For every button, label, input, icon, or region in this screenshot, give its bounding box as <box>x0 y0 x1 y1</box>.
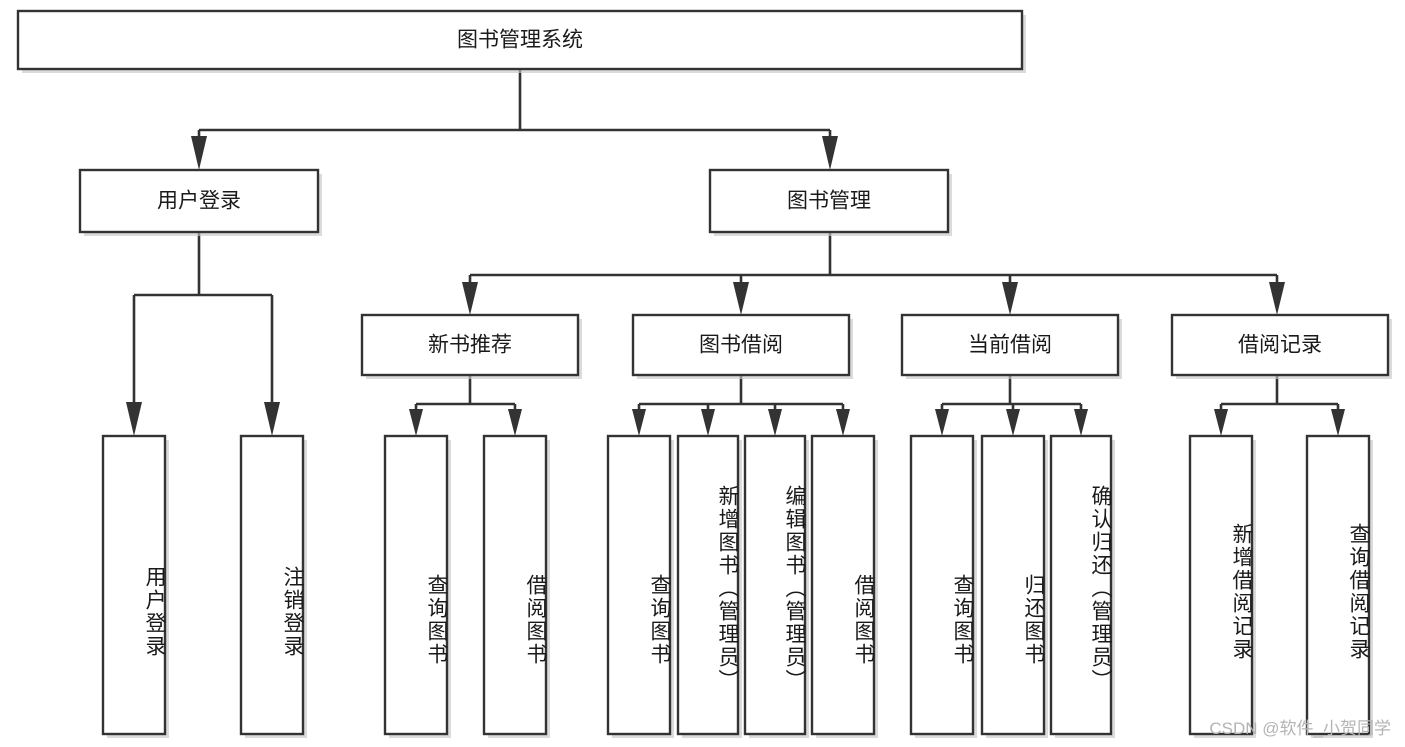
node-book-management[interactable] <box>708 168 950 234</box>
arrow-head-leaf-confirm-return <box>1074 409 1088 436</box>
node-new-book-recommend[interactable] <box>360 313 580 377</box>
arrow-head-leaf-add-book <box>701 409 715 436</box>
arrow-head-leaf-return-book <box>1006 409 1020 436</box>
label-book-management: 图书管理 <box>787 190 871 213</box>
horizontal-label-layer: 图书管理系统 用户登录 图书管理 新书推荐 图书借阅 当前借阅 借阅记录 <box>157 29 1322 357</box>
arrow-head-leaf-query-book-1 <box>409 409 423 436</box>
leaf-node-add-borrow-record[interactable] <box>1188 434 1254 736</box>
leaf-node-return-book[interactable] <box>980 434 1046 736</box>
node-book-borrow[interactable] <box>631 313 851 377</box>
arrow-head-user-login <box>191 136 207 170</box>
arrow-head-borrow-record <box>1269 282 1285 315</box>
leaf-node-logout[interactable] <box>239 434 305 736</box>
arrow-head-book-borrow <box>733 282 749 315</box>
arrow-head-leaf-query-book-3 <box>935 409 949 436</box>
leaf-node-query-borrow-record[interactable] <box>1305 434 1371 736</box>
label-borrow-record: 借阅记录 <box>1238 334 1322 357</box>
label-book-borrow: 图书借阅 <box>699 334 783 357</box>
arrow-head-book-mgmt <box>822 136 838 170</box>
leaf-node-confirm-return-admin[interactable] <box>1049 434 1113 736</box>
arrow-head-leaf-borrow-book-2 <box>836 409 850 436</box>
connector-layer <box>126 69 1345 436</box>
label-new-book-recommend: 新书推荐 <box>428 334 512 357</box>
leaf-node-user-login[interactable] <box>101 434 167 736</box>
label-root: 图书管理系统 <box>457 29 583 52</box>
box-layer <box>16 9 1390 736</box>
arrow-head-leaf-logout <box>264 402 280 436</box>
leaf-node-add-book-admin[interactable] <box>676 434 740 736</box>
leaf-node-query-book-current[interactable] <box>909 434 975 736</box>
leaf-node-borrow-book[interactable] <box>810 434 876 736</box>
arrow-head-new-book-rec <box>462 282 478 315</box>
label-current-borrow: 当前借阅 <box>968 334 1052 357</box>
leaf-node-borrow-book-rec[interactable] <box>482 434 548 736</box>
csdn-watermark: CSDN @软件_小贺同学 <box>1209 719 1391 738</box>
node-user-login[interactable] <box>78 168 320 234</box>
node-borrow-record[interactable] <box>1170 313 1390 377</box>
node-current-borrow[interactable] <box>900 313 1120 377</box>
arrow-head-leaf-query-book-2 <box>632 409 646 436</box>
arrow-head-leaf-edit-book <box>768 409 782 436</box>
leaf-node-query-book-borrow[interactable] <box>606 434 672 736</box>
leaf-node-query-book-rec[interactable] <box>383 434 449 736</box>
label-user-login: 用户登录 <box>157 190 241 213</box>
arrow-head-leaf-query-record <box>1331 409 1345 436</box>
arrow-head-leaf-user-login <box>126 402 142 436</box>
arrow-head-leaf-borrow-book-1 <box>508 409 522 436</box>
node-root-book-management-system[interactable] <box>16 9 1024 71</box>
leaf-node-edit-book-admin[interactable] <box>743 434 807 736</box>
arrow-head-leaf-add-record <box>1214 409 1228 436</box>
arrow-head-current-borrow <box>1002 282 1018 315</box>
